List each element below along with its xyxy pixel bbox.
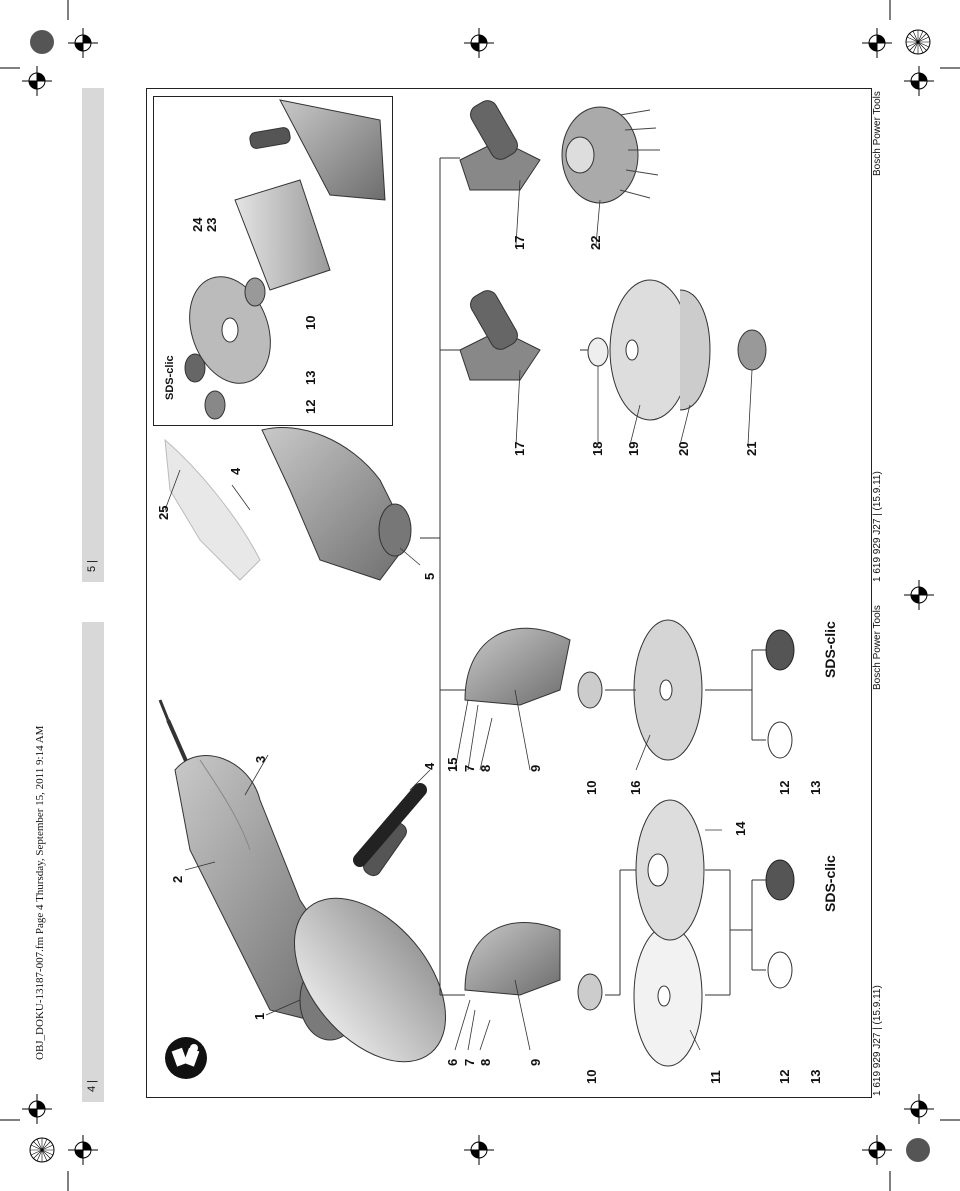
large-angle-grinder [158,699,447,1063]
footer-left-brand: Bosch Power Tools [872,605,883,690]
callout-24: 24 [190,217,205,232]
callout-21: 21 [744,441,759,456]
callout-17a: 17 [512,441,527,456]
callout-15: 15 [445,757,460,772]
callout-12: 12 [777,1069,792,1084]
inset-flange-10 [244,277,266,307]
inset-grinder-body [279,99,386,201]
callout-13b: 13 [808,780,823,795]
callout-1: 1 [252,1012,267,1020]
nut-12-right [767,721,793,759]
figure-frame [146,88,872,1098]
ghost-grinder-25 [164,438,261,581]
nut-13-left [765,859,795,901]
callout-25: 25 [156,505,171,520]
callout-19: 19 [626,441,641,456]
callout-12c: 12 [303,399,318,414]
callout-8: 8 [478,1058,493,1066]
callout-13: 13 [808,1069,823,1084]
cup-14 [635,799,705,941]
callout-4: 4 [422,762,437,770]
nut-13-right [765,629,795,671]
callout-18: 18 [590,441,605,456]
page-band-right [82,88,104,582]
callout-9b: 9 [528,764,543,772]
flange-right [577,671,603,709]
callout-13c: 13 [303,370,318,385]
callout-23: 23 [204,217,219,232]
inset-guard [234,179,331,291]
footer-right-brand: Bosch Power Tools [872,91,883,176]
callout-7b: 7 [462,764,477,772]
inset-nut-13 [184,353,206,383]
callout-17b: 17 [512,235,527,250]
callout-14: 14 [733,821,748,836]
wool-bonnet-20 [679,289,711,411]
callout-16: 16 [628,780,643,795]
callout-7: 7 [462,1058,477,1066]
inset-nut-12 [204,390,226,420]
flange-21 [737,329,767,371]
page-band-left [82,622,104,1102]
backing-pad-19 [609,279,691,421]
callout-3: 3 [253,755,268,763]
callout-20: 20 [676,441,691,456]
washer-18 [587,337,609,367]
callout-9: 9 [528,1058,543,1066]
sds-clic-label-left: SDS-clic [822,855,838,912]
callout-10b: 10 [584,780,599,795]
callout-10c: 10 [303,315,318,330]
guard-left [464,922,561,996]
callout-6: 6 [445,1058,460,1066]
callout-22: 22 [588,235,603,250]
footer-right-code: 1 619 929 J27 | (15.9.11) [872,471,883,582]
nut-12-left [767,951,793,989]
callout-2: 2 [170,875,185,883]
callout-8b: 8 [478,764,493,772]
sds-clic-inset-frame [153,96,393,426]
handle-17-left [459,290,541,381]
sds-clic-label-inset: SDS-clic [164,355,176,400]
handle-17-right [459,100,541,191]
callout-11: 11 [708,1070,723,1084]
flange-left [577,973,603,1011]
sds-clic-label-right: SDS-clic [822,621,838,678]
wire-brush-22 [561,106,660,204]
guard-right [464,627,571,706]
callout-10: 10 [584,1069,599,1084]
inset-handle [249,127,291,149]
footer-left-code: 1 619 929 J27 | (15.9.11) [872,985,883,1096]
small-angle-grinder [261,426,412,581]
callout-4b: 4 [228,467,243,475]
callout-5: 5 [422,572,437,580]
callout-12b: 12 [777,780,792,795]
